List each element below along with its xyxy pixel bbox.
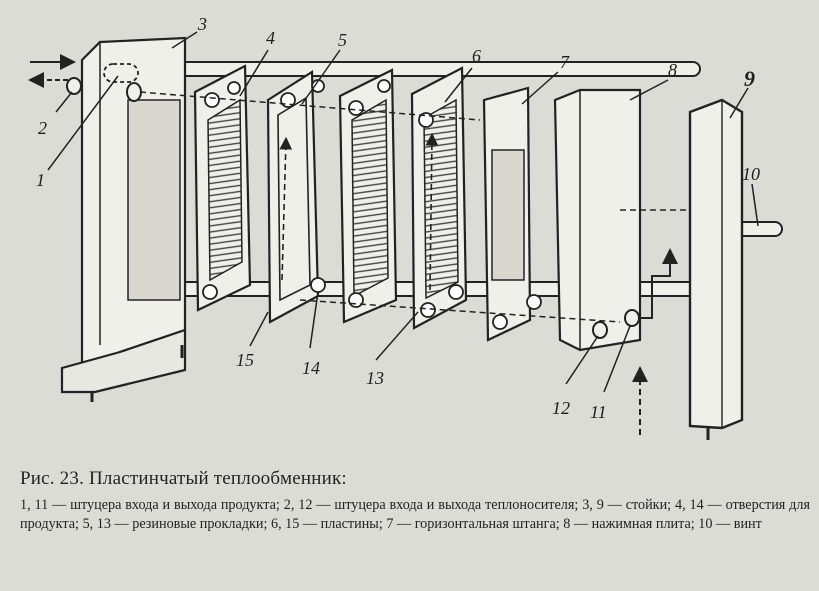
- pressure-plate: [553, 88, 642, 352]
- caption-legend: 1, 11 — штуцера входа и выхода продукта;…: [20, 496, 810, 533]
- label-2: 2: [38, 118, 47, 138]
- plate-5: [266, 70, 326, 324]
- heat-exchanger-diagram: 1 2 3 4 5 6 7 8 9 10 11 12 13 14 15: [28, 14, 783, 440]
- left-stand: [60, 36, 187, 402]
- part-labels: 1 2 3 4 5 6 7 8 9 10 11 12 13 14 15: [36, 14, 760, 422]
- figure-caption: Рис. 23. Пластинчатый теплообменник: 1, …: [20, 468, 810, 533]
- label-5: 5: [338, 30, 347, 50]
- caption-title: Рис. 23. Пластинчатый теплообменник:: [20, 468, 347, 489]
- label-13: 13: [366, 368, 384, 388]
- label-10: 10: [742, 164, 760, 184]
- label-7: 7: [560, 52, 570, 72]
- plate-4: [193, 64, 252, 312]
- legend-item: 4, 14 — отверстия для продукта;: [20, 497, 810, 532]
- label-8: 8: [668, 60, 677, 80]
- nozzles-11-12: [592, 309, 640, 339]
- legend-item: 8 — нажимная плита;: [563, 515, 695, 532]
- product-inlet-nozzle: [103, 63, 139, 83]
- legend-item: 2, 12 — штуцера входа и выхода теплоноси…: [283, 497, 579, 513]
- label-4: 4: [266, 28, 275, 48]
- label-6: 6: [472, 46, 481, 66]
- right-stand: [688, 98, 744, 440]
- label-12: 12: [552, 398, 570, 418]
- outlet-flow-arrows: [632, 248, 678, 435]
- legend-item: 1, 11 — штуцера входа и выхода продукта;: [20, 497, 280, 513]
- inlet-arrows: [28, 54, 76, 88]
- flow-lines: [139, 91, 690, 323]
- legend-item: 3, 9 — стойки;: [582, 497, 672, 513]
- plate-6: [410, 66, 468, 330]
- leader-lines: [47, 31, 759, 393]
- label-11: 11: [590, 402, 607, 422]
- plate-7: [482, 86, 542, 342]
- plate-middle: [338, 68, 398, 324]
- label-14: 14: [302, 358, 320, 378]
- label-9: 9: [744, 66, 755, 91]
- legend-item: 10 — винт: [698, 515, 762, 532]
- legend-item: 5, 13 — резиновые прокладки;: [82, 515, 268, 532]
- legend-item: 7 — горизонтальная штанга;: [386, 515, 560, 532]
- label-1: 1: [36, 170, 45, 190]
- legend-item: 6, 15 — пластины;: [270, 515, 383, 532]
- upper-rod: [139, 61, 701, 77]
- label-15: 15: [236, 350, 254, 370]
- label-3: 3: [197, 14, 207, 34]
